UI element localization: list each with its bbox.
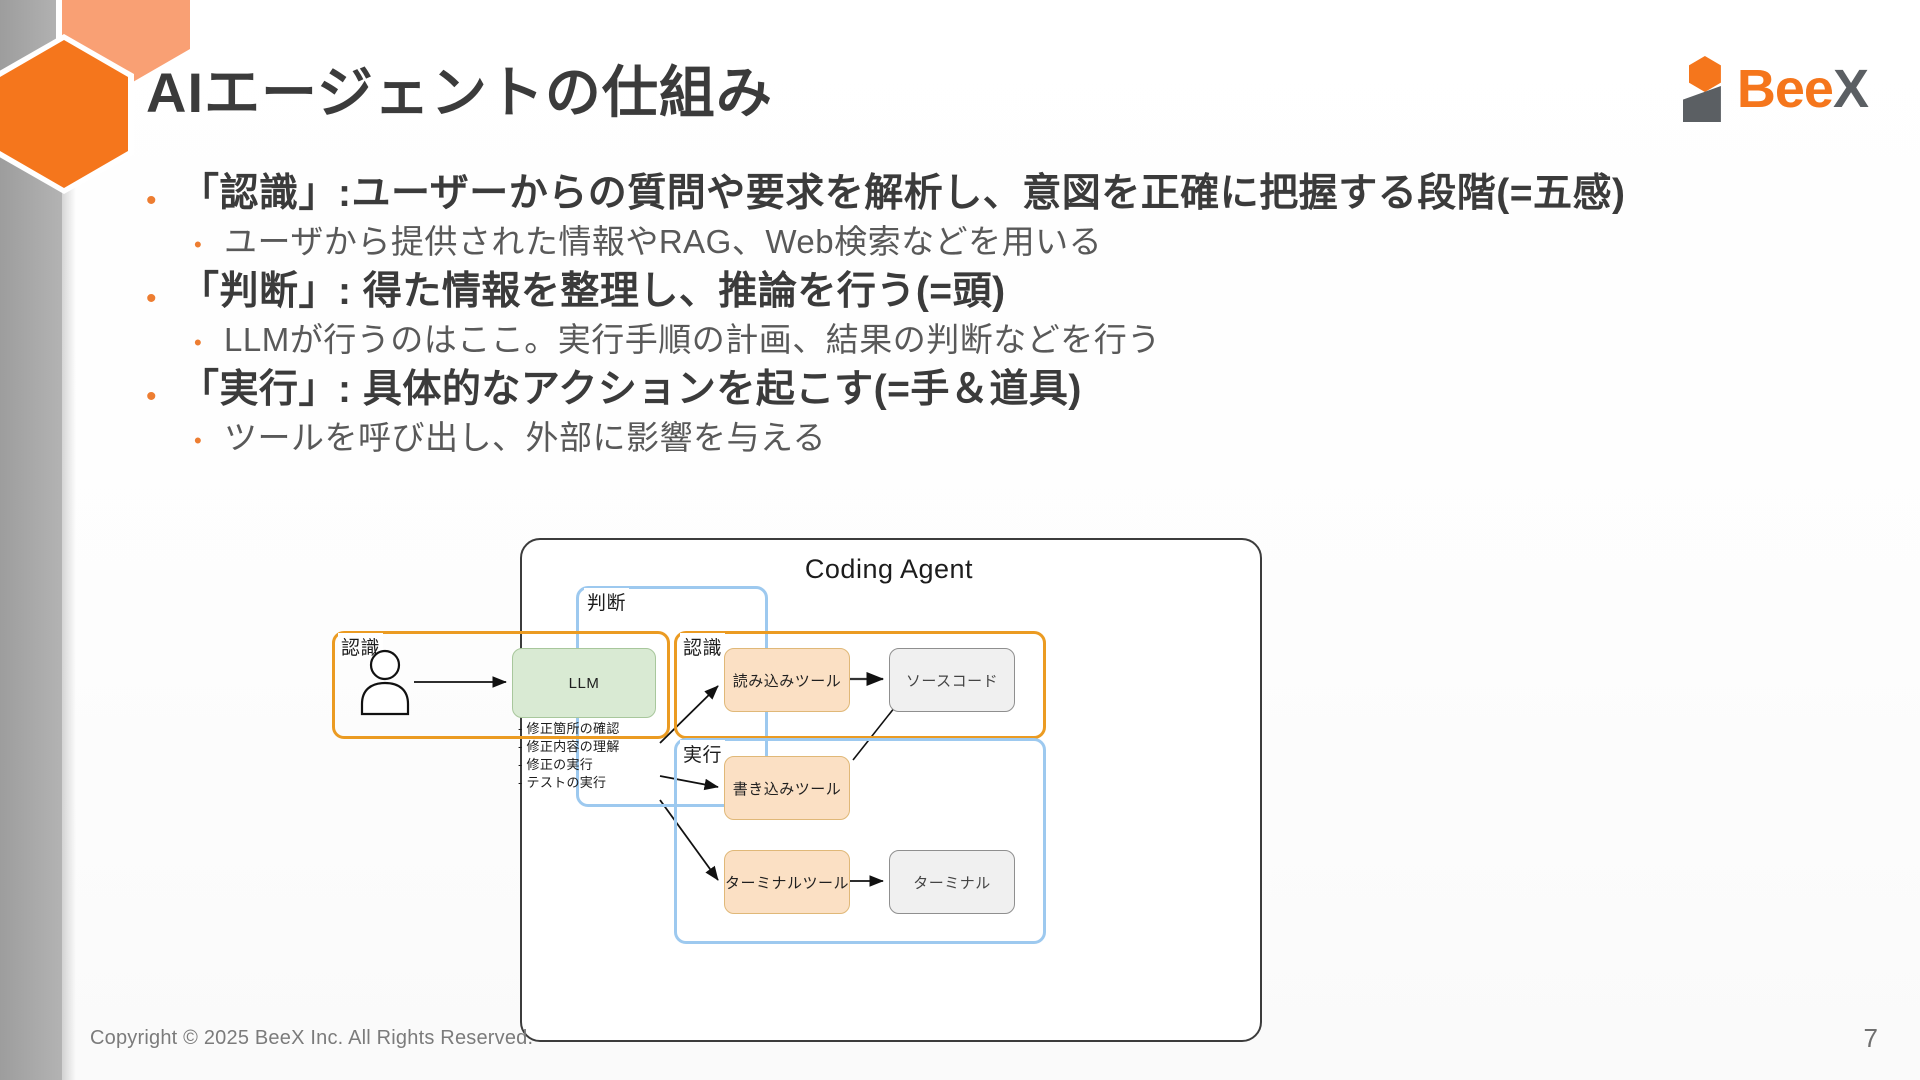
group-box-jikkou: [674, 738, 1046, 944]
group-box-ninshiki-right: [674, 631, 1046, 739]
diagram-title: Coding Agent: [804, 554, 974, 584]
node-write-tool[interactable]: 書き込みツール: [724, 756, 850, 820]
group-label-handan: 判断: [584, 588, 630, 615]
user-person-icon: [360, 649, 410, 716]
bullet-text: ユーザから提供された情報やRAG、Web検索などを用いる: [224, 222, 1103, 260]
bullet-text: 「実行」: 具体的なアクションを起こす(=手＆道具): [180, 368, 1082, 411]
beex-logo-text: BeeX: [1736, 59, 1869, 119]
node-terminal[interactable]: ターミナル: [889, 850, 1015, 914]
node-terminal-tool[interactable]: ターミナルツール: [724, 850, 850, 914]
llm-task-item: - 修正箇所の確認: [518, 721, 620, 736]
bullet-item-level1: • 「判断」: 得た情報を整理し、推論を行う(=頭): [146, 268, 1866, 317]
node-llm[interactable]: LLM: [512, 648, 656, 718]
group-label-jikkou: 実行: [680, 740, 726, 767]
bullet-item-level1: • 「認識」:ユーザーからの質問や要求を解析し、意図を正確に把握する段階(=五感…: [146, 170, 1866, 219]
bullet-marker-icon: •: [194, 427, 202, 453]
beex-logo-mark-icon: [1682, 56, 1723, 122]
bullet-item-level2: • LLMが行うのはここ。実行手順の計画、結果の判断などを行う: [146, 319, 1866, 360]
group-label-ninshiki-right: 認識: [680, 633, 726, 660]
bullet-item-level2: • ツールを呼び出し、外部に影響を与える: [146, 417, 1866, 458]
bullet-marker-icon: •: [146, 380, 157, 413]
bullet-marker-icon: •: [194, 231, 202, 257]
diagram-outer-container: [520, 538, 1262, 1042]
copyright-text: Copyright © 2025 BeeX Inc. All Rights Re…: [90, 1027, 534, 1049]
bullet-marker-icon: •: [146, 282, 157, 315]
logo-text-primary: Bee: [1736, 59, 1834, 119]
llm-task-item: - テストの実行: [518, 774, 607, 790]
group-box-ninshiki-left: [332, 631, 670, 739]
llm-task-item: - 修正の実行: [518, 756, 594, 772]
bullet-text: ツールを呼び出し、外部に影響を与える: [224, 418, 827, 456]
coding-agent-diagram: Coding Agent 判断 認識: [332, 538, 1262, 1058]
page-title: AIエージェントの仕組み: [146, 61, 773, 124]
bullet-text: 「判断」: 得た情報を整理し、推論を行う(=頭): [180, 270, 1006, 313]
bullet-marker-icon: •: [194, 329, 202, 355]
bullet-text: LLMが行うのはここ。実行手順の計画、結果の判断などを行う: [224, 320, 1161, 358]
node-read-tool[interactable]: 読み込みツール: [724, 648, 850, 712]
node-source-code[interactable]: ソースコード: [889, 648, 1015, 712]
bullet-item-level1: • 「実行」: 具体的なアクションを起こす(=手＆道具): [146, 366, 1866, 415]
logo-text-secondary: X: [1832, 59, 1869, 119]
bullet-text: 「認識」:ユーザーからの質問や要求を解析し、意図を正確に把握する段階(=五感): [180, 172, 1626, 215]
bullet-item-level2: • ユーザから提供された情報やRAG、Web検索などを用いる: [146, 221, 1866, 262]
bullet-marker-icon: •: [146, 184, 157, 217]
page-number: 7: [1863, 1023, 1878, 1053]
left-sidebar-shadow: [62, 0, 76, 1080]
bullet-list: • 「認識」:ユーザーからの質問や要求を解析し、意図を正確に把握する段階(=五感…: [146, 170, 1866, 464]
llm-task-item: - 修正内容の理解: [518, 738, 620, 754]
beex-logo: BeeX: [1682, 56, 1869, 122]
llm-task-list: - 修正箇所の確認 - 修正内容の理解 - 修正の実行 - テストの実行: [518, 720, 620, 792]
